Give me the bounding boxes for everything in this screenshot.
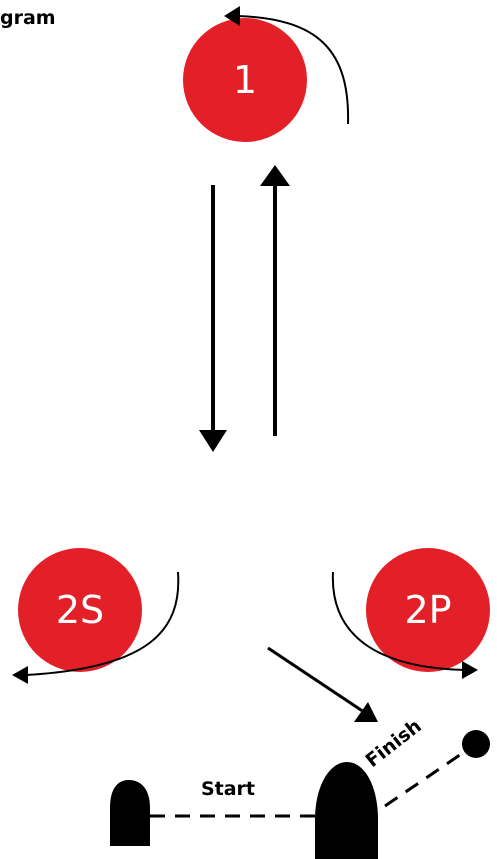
mark-2s: 2S: [18, 548, 142, 672]
committee-boat: [315, 762, 378, 859]
mark-2p: 2P: [366, 548, 490, 672]
mark-1-label: 1: [233, 58, 257, 102]
mark-2s-label: 2S: [56, 588, 104, 632]
finish-label: Finish: [362, 715, 426, 772]
mark-2s-buoy: [18, 548, 142, 672]
downwind-leg-arrow: [199, 185, 227, 452]
mark-2p-rounding-arrow: [331, 571, 478, 679]
start-pin-mark: [110, 780, 150, 846]
header-fragment: gram: [0, 7, 56, 29]
mark-2p-buoy: [366, 548, 490, 672]
upwind-leg-arrow: [260, 165, 290, 436]
start-label: Start: [201, 778, 255, 800]
finish-line: [384, 744, 474, 808]
mark-2p-label: 2P: [404, 588, 451, 632]
finish-approach-arrow: [267, 646, 378, 722]
mark-1-buoy: [183, 18, 307, 142]
mark-1: 1: [183, 18, 307, 142]
mark-2s-rounding-arrow: [12, 571, 180, 684]
finish-pin-mark: [462, 730, 490, 758]
mark-1-rounding-arrow: [224, 6, 350, 125]
